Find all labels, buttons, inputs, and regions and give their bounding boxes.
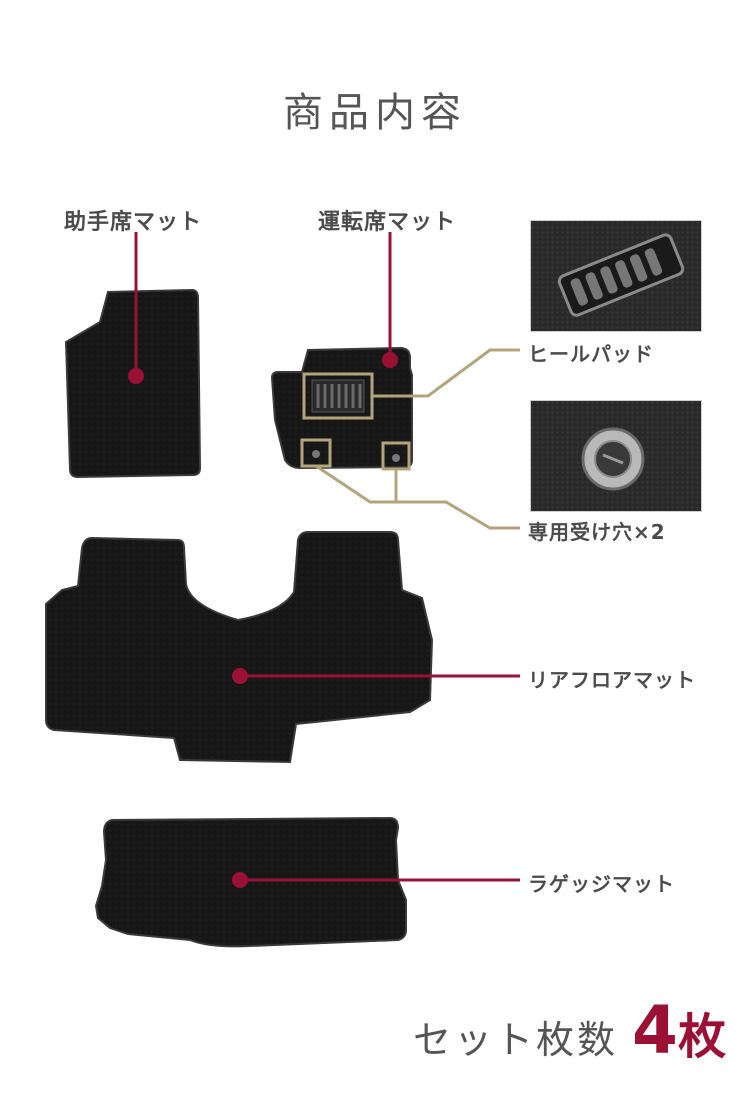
driver-mat-label: 運転席マット: [318, 210, 457, 235]
passenger-mat-label: 助手席マット: [64, 210, 203, 235]
luggage-mat: [94, 816, 407, 948]
receiver-holes-label: 専用受け穴×2: [528, 520, 666, 544]
set-count-unit: 枚: [677, 1009, 726, 1065]
page-title: 商品内容: [283, 90, 467, 136]
rear-floor-mat-label: リアフロアマット: [528, 668, 696, 692]
set-count-number: 4: [632, 992, 678, 1069]
rear-floor-mat: [45, 531, 434, 764]
set-count: セット枚数 4枚: [413, 992, 726, 1082]
luggage-mat-label: ラゲッジマット: [528, 872, 675, 896]
heel-pad-photo: [530, 220, 702, 332]
receiver-hole-photo: [530, 400, 702, 512]
heel-pad-label: ヒールパッド: [528, 342, 654, 366]
passenger-mat: [64, 288, 202, 479]
heel-pad-mark: [311, 379, 365, 413]
set-count-label: セット枚数: [413, 1018, 619, 1062]
